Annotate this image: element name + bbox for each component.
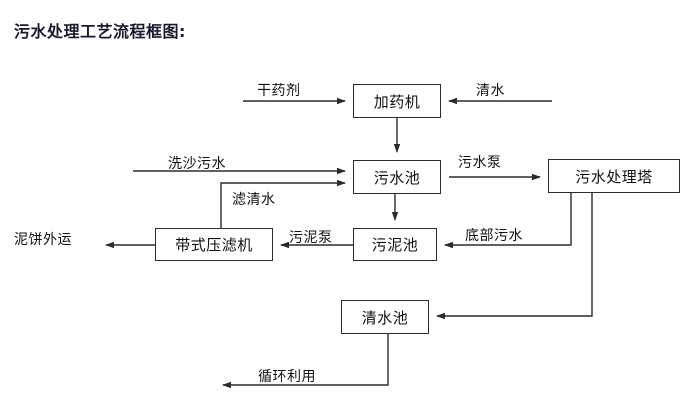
edge-label-recycle-reuse: 循环利用 [258, 369, 316, 385]
edge-label-clean-water: 清水 [476, 83, 505, 99]
node-sludge-pool[interactable]: 污泥池 [353, 228, 437, 261]
edge-label-bottom-sewage: 底部污水 [465, 228, 523, 244]
node-sludge-pool-label: 污泥池 [371, 236, 419, 254]
node-clear-water-pool[interactable]: 清水池 [341, 300, 429, 334]
edge-label-filtered-water: 滤清水 [232, 192, 276, 208]
edge-label-dry-agent: 干药剂 [257, 83, 301, 99]
edge-tower-to-sludge-pool [444, 193, 572, 249]
edge-clear-water-pool-recycle [222, 334, 389, 389]
node-dosing-machine[interactable]: 加药机 [353, 84, 441, 118]
edge-tower-to-clear-water-pool [436, 193, 593, 320]
node-treatment-tower-label: 污水处理塔 [575, 167, 653, 186]
edge-label-sludge-pump: 污泥泵 [289, 230, 333, 246]
edge-label-sewage-pump: 污水泵 [458, 155, 502, 171]
node-dosing-machine-label: 加药机 [373, 92, 421, 111]
edge-filtered-water-to-wastewater-pool [220, 179, 346, 228]
node-wastewater-pool[interactable]: 污水池 [353, 160, 441, 194]
node-wastewater-pool-label: 污水池 [373, 168, 421, 187]
page-title: 污水处理工艺流程框图: [14, 22, 186, 41]
node-clear-water-pool-label: 清水池 [361, 308, 409, 327]
node-treatment-tower[interactable]: 污水处理塔 [548, 159, 680, 193]
edge-label-mud-cake-transport: 泥饼外运 [14, 232, 72, 248]
edge-label-sand-wash-sewage: 洗沙污水 [168, 156, 226, 172]
node-belt-filter-press-label: 带式压滤机 [175, 236, 253, 254]
node-belt-filter-press[interactable]: 带式压滤机 [155, 228, 273, 261]
